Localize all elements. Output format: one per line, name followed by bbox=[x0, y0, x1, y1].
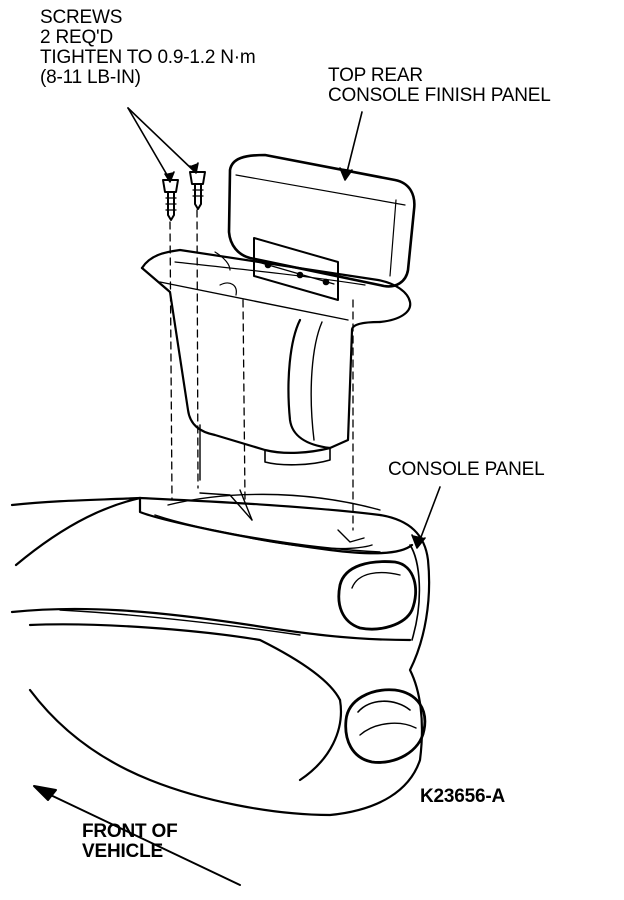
screws-label-line2: 2 REQ'D bbox=[40, 27, 113, 48]
console-panel-label-text: CONSOLE PANEL bbox=[388, 459, 545, 480]
front-of-vehicle-label: FRONT OF VEHICLE bbox=[82, 822, 178, 862]
top-rear-panel-label-line2: CONSOLE FINISH PANEL bbox=[328, 85, 551, 106]
front-arrow-icon bbox=[33, 785, 241, 886]
top-rear-leader bbox=[339, 111, 363, 181]
front-of-vehicle-line2: VEHICLE bbox=[82, 841, 163, 862]
hinge-plate bbox=[253, 237, 339, 301]
screw-right bbox=[189, 171, 206, 210]
upper-vent bbox=[337, 560, 417, 631]
screws-label-line4: (8-11 LB-IN) bbox=[40, 67, 141, 88]
top-rear-panel-label: TOP REAR CONSOLE FINISH PANEL bbox=[328, 66, 551, 106]
assembly-lines bbox=[169, 209, 354, 531]
screw-left bbox=[162, 179, 179, 221]
screws-leader bbox=[127, 107, 199, 183]
screws-label-line1: SCREWS bbox=[40, 7, 123, 28]
figure-id-label: K23656-A bbox=[420, 787, 505, 807]
top-rear-panel-label-line1: TOP REAR bbox=[328, 65, 423, 86]
console-panel-leader bbox=[411, 486, 441, 549]
screws-label: SCREWS 2 REQ'D TIGHTEN TO 0.9-1.2 N·m (8… bbox=[40, 8, 256, 88]
front-of-vehicle-line1: FRONT OF bbox=[82, 821, 178, 842]
finish-panel-bin bbox=[140, 248, 412, 481]
figure-id-text: K23656-A bbox=[420, 786, 506, 807]
finish-panel-lid bbox=[227, 153, 416, 288]
console-body bbox=[10, 489, 431, 817]
console-panel-label: CONSOLE PANEL bbox=[388, 460, 545, 480]
lower-vent bbox=[344, 688, 427, 764]
screws-label-line3: TIGHTEN TO 0.9-1.2 N·m bbox=[40, 47, 256, 68]
